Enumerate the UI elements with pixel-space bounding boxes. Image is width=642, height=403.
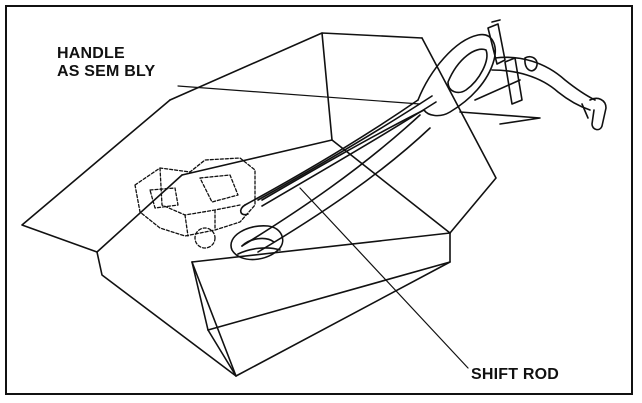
handlebar-bottom	[491, 69, 591, 111]
handle-tube-upper	[244, 99, 419, 206]
control-lever-tip	[491, 19, 501, 23]
box-front-rim	[191, 232, 451, 263]
handle-leader-line	[177, 85, 421, 105]
handle-tube-lower-2	[257, 127, 431, 253]
handle-label-line1: HANDLE	[57, 45, 125, 62]
handle-assembly	[230, 19, 607, 261]
handle-hook	[239, 204, 249, 216]
engine-outline	[134, 157, 256, 249]
handle-tube-upper-2	[261, 109, 425, 201]
handle-mount-slot-2	[237, 247, 281, 255]
handle-mount-bracket	[230, 225, 284, 261]
handle-cable	[474, 79, 521, 101]
box-right-flap	[421, 37, 497, 234]
box-left-rim	[96, 174, 183, 253]
box-bottom-edge	[207, 261, 451, 331]
handle-knob	[524, 55, 538, 72]
handle-clamp	[504, 57, 523, 105]
shift-rod-leader-line	[299, 187, 469, 369]
box-back-flap	[169, 32, 423, 101]
handle-tube-lower	[241, 114, 421, 247]
handle-grip-window	[447, 48, 488, 94]
box-back-rim	[181, 139, 333, 176]
box-left-flap	[21, 99, 171, 253]
diagram-frame	[5, 5, 633, 395]
hand-grip-lever	[581, 103, 589, 119]
handle-label-line2: AS SEM BLY	[57, 63, 156, 80]
handle-upper-grip	[417, 33, 496, 117]
box-front-left-wall	[96, 251, 237, 377]
handle-mount-slot	[241, 237, 275, 247]
hand-grip	[589, 97, 607, 131]
box-front-flap-fold	[191, 261, 237, 377]
handle-assembly-label: HANDLE AS SEM BLY	[57, 45, 155, 81]
shift-rod-label: SHIFT ROD	[471, 366, 560, 383]
handle-brace	[459, 111, 541, 125]
box-front-right-wall	[235, 232, 451, 377]
control-lever	[487, 23, 506, 65]
box-inner-corner	[321, 32, 333, 141]
shift-rod	[257, 95, 437, 207]
shipping-box	[21, 32, 497, 377]
box-right-rim	[331, 139, 451, 234]
